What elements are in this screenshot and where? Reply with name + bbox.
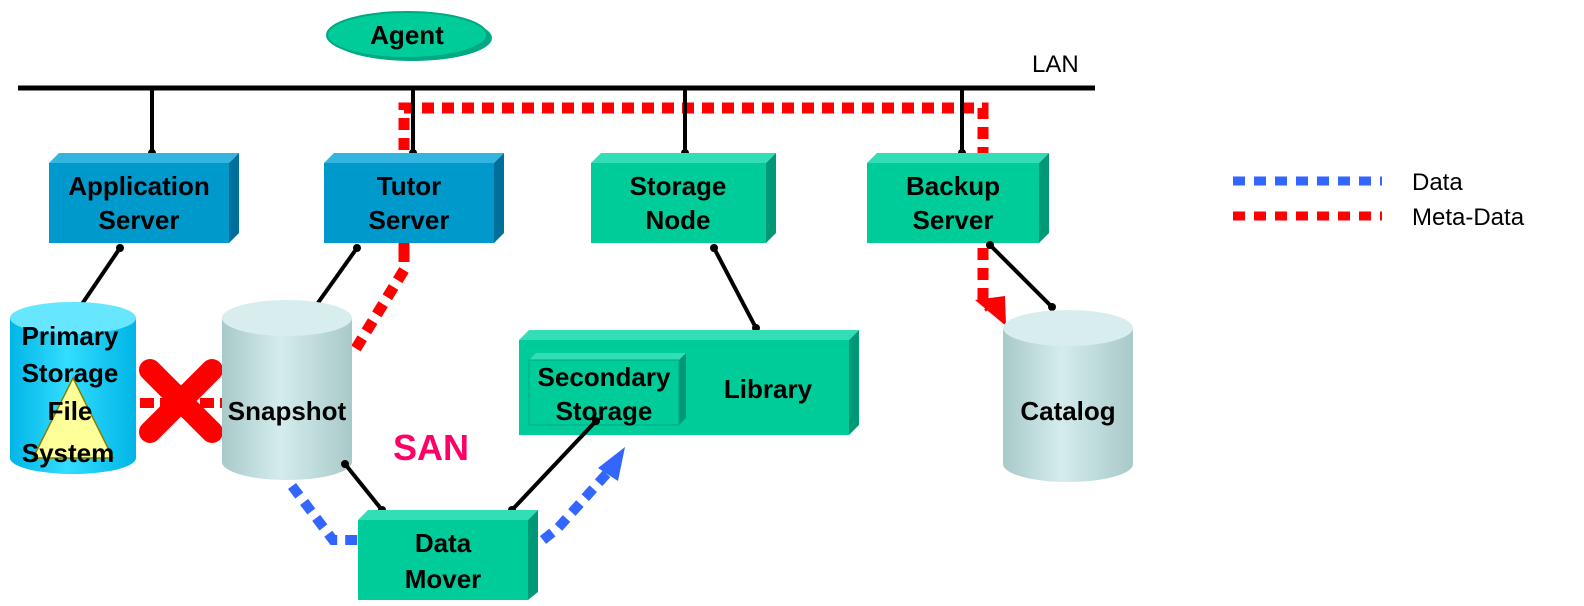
tutor-server-label-2: Server <box>369 205 450 235</box>
file-system-label-2: System <box>22 438 115 468</box>
application-server-label-2: Server <box>99 205 180 235</box>
catalog-label: Catalog <box>1020 396 1115 426</box>
catalog-cylinder[interactable]: Catalog <box>1003 310 1133 482</box>
tutor-server-label-1: Tutor <box>377 171 442 201</box>
data-mover-label-2: Mover <box>405 564 482 594</box>
link-tutor-snapshot <box>313 246 359 309</box>
data-mover-label-1: Data <box>415 528 472 558</box>
meta-data-arrowhead <box>975 296 1006 326</box>
file-system-triangle <box>31 376 115 459</box>
data-path-snapshot-mover <box>288 482 363 545</box>
primary-storage-label-1: Primary <box>22 321 119 351</box>
library-label: Library <box>724 374 813 404</box>
secondary-storage-label-2: Storage <box>556 396 653 426</box>
application-server-label-1: Application <box>68 171 210 201</box>
backup-server-node[interactable]: Backup Server <box>867 153 1049 243</box>
meta-data-path-snapshot <box>350 250 410 353</box>
file-system-label-1: File <box>48 396 93 426</box>
link-storage-library <box>712 247 758 329</box>
primary-storage-label-2: Storage <box>22 358 119 388</box>
legend-meta-label: Meta-Data <box>1412 204 1525 231</box>
link-app-primary <box>78 246 122 309</box>
primary-storage-cylinder[interactable]: Primary Storage File System <box>10 302 136 474</box>
application-server-node[interactable]: Application Server <box>49 153 239 243</box>
snapshot-cylinder[interactable]: Snapshot <box>222 300 352 480</box>
san-label: SAN <box>393 427 469 468</box>
secondary-storage-node[interactable]: Secondary Storage <box>528 353 686 426</box>
data-path-mover-secondary <box>539 466 614 544</box>
backup-server-label-2: Server <box>913 205 994 235</box>
legend: Data Meta-Data <box>1233 169 1525 231</box>
link-secondary-mover <box>510 419 598 512</box>
storage-node[interactable]: Storage Node <box>591 153 776 243</box>
snapshot-label: Snapshot <box>228 396 347 426</box>
data-mover-node[interactable]: Data Mover <box>358 510 538 600</box>
agent-label: Agent <box>370 20 444 50</box>
agent-node[interactable]: Agent <box>326 11 492 61</box>
lan-label: LAN <box>1032 51 1079 78</box>
storage-node-label-1: Storage <box>630 171 727 201</box>
backup-server-label-1: Backup <box>906 171 1000 201</box>
link-backup-catalog <box>988 243 1054 309</box>
storage-node-label-2: Node <box>646 205 711 235</box>
secondary-storage-label-1: Secondary <box>538 362 671 392</box>
data-arrowhead <box>598 447 625 481</box>
legend-data-label: Data <box>1412 169 1463 196</box>
tutor-server-node[interactable]: Tutor Server <box>324 153 504 243</box>
link-snapshot-mover <box>343 462 384 512</box>
